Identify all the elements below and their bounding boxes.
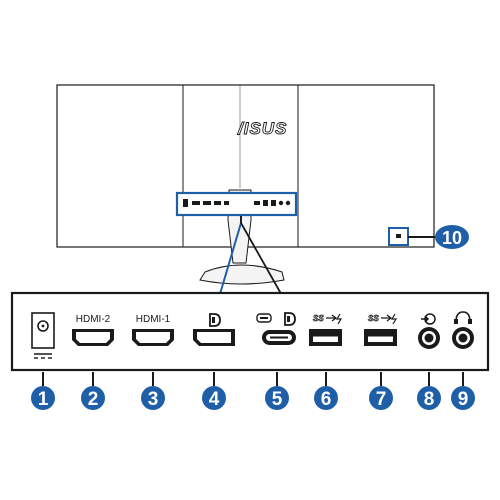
headphone-jack-icon <box>452 327 474 349</box>
svg-text:SS: SS <box>368 314 379 323</box>
usb-3-2-port-icon <box>364 329 397 346</box>
port-region-highlight <box>175 191 298 217</box>
superspeed-usb-logo-icon: SS <box>368 314 398 325</box>
port-label-hdmi-1: HDMI-1 <box>136 314 171 325</box>
usb-3-2-port-icon <box>309 329 342 346</box>
svg-text:7: 7 <box>376 389 387 410</box>
usb-c-symbol-icon <box>256 313 272 323</box>
badge-7: 7 <box>369 372 393 410</box>
badge-1: 1 <box>31 372 55 410</box>
badge-5: 5 <box>265 372 289 410</box>
svg-text:SS: SS <box>313 314 324 323</box>
usb-c-displayport-icon <box>262 330 296 345</box>
badge-10: 10 <box>435 225 469 249</box>
lock-slot <box>396 234 401 238</box>
badge-4: 4 <box>202 372 226 410</box>
line-in-symbol-icon <box>421 313 436 325</box>
svg-text:2: 2 <box>88 389 99 410</box>
svg-text:1: 1 <box>38 389 49 410</box>
badge-8: 8 <box>417 372 441 410</box>
svg-text:4: 4 <box>209 389 220 410</box>
hdmi-port-icon <box>132 329 174 346</box>
svg-text:5: 5 <box>272 389 283 410</box>
port-label-hdmi-2: HDMI-2 <box>76 314 111 325</box>
small-port-glyphs <box>183 199 291 207</box>
displayport-logo-icon <box>284 312 296 326</box>
superspeed-usb-logo-icon: SS <box>313 314 343 325</box>
svg-text:6: 6 <box>321 389 332 410</box>
brand-logo: /ISUS <box>237 119 287 138</box>
badge-2: 2 <box>81 372 105 410</box>
stand-base <box>199 264 285 285</box>
hdmi-port-icon <box>72 329 114 346</box>
svg-text:3: 3 <box>148 389 159 410</box>
headphone-symbol-icon <box>454 311 472 324</box>
dc-power-input-icon <box>31 312 55 359</box>
displayport-port-icon <box>193 329 235 346</box>
badge-3: 3 <box>141 372 165 410</box>
leader-lines <box>219 216 285 300</box>
badge-6: 6 <box>314 372 338 410</box>
displayport-logo-icon <box>209 313 221 327</box>
svg-text:10: 10 <box>442 228 462 248</box>
monitor-rear-view: /ISUS <box>56 84 436 285</box>
badge-9: 9 <box>451 372 475 410</box>
svg-text:8: 8 <box>424 389 435 410</box>
audio-line-in-icon <box>418 327 440 349</box>
svg-text:9: 9 <box>458 389 469 410</box>
